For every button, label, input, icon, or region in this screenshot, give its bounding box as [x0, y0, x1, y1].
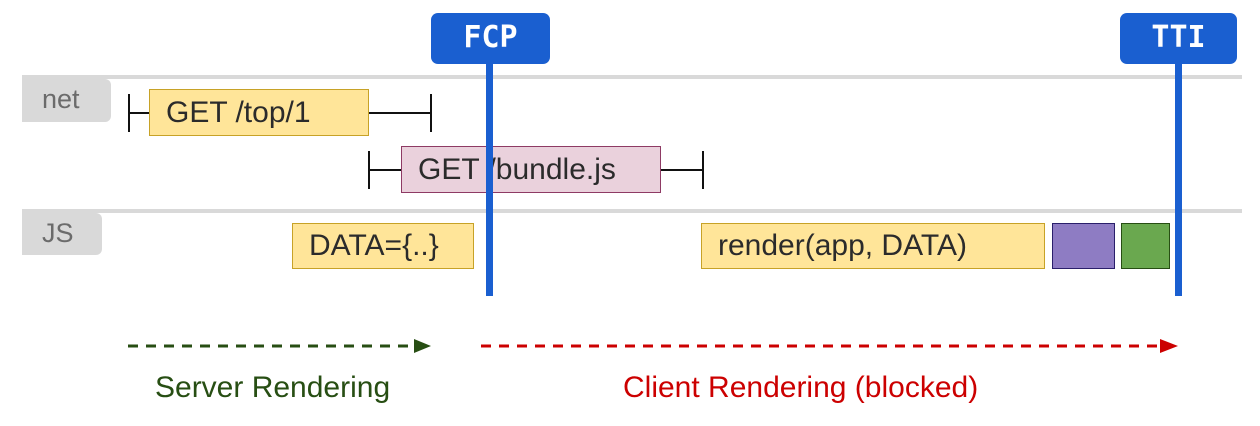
top-request-whisker-end — [430, 94, 432, 132]
top-request-whisker-right — [369, 112, 431, 114]
bundle-request-whisker-end — [702, 151, 704, 189]
data-task-bar: DATA={..} — [292, 223, 474, 269]
green-task-block — [1121, 223, 1170, 269]
server-rendering-label: Server Rendering — [155, 371, 391, 404]
client-rendering-arrowhead — [1160, 339, 1178, 353]
render-task-bar: render(app, DATA) — [701, 223, 1045, 269]
bundle-request-bar: GET /bundle.js — [401, 146, 661, 193]
top-request-whisker-left — [128, 112, 150, 114]
server-rendering-arrowhead — [414, 339, 431, 353]
purple-task-block — [1052, 223, 1115, 269]
js-lane-label: JS — [22, 213, 102, 255]
tti-marker-line — [1175, 55, 1182, 296]
fcp-marker-label: FCP — [431, 13, 550, 64]
top-request-bar: GET /top/1 — [149, 89, 369, 136]
bundle-request-whisker-right — [661, 169, 703, 171]
bundle-request-whisker-left — [368, 169, 402, 171]
net-lane-label: net — [22, 79, 111, 122]
js-lane-line — [22, 209, 1242, 213]
tti-marker-label: TTI — [1120, 13, 1237, 64]
client-rendering-label: Client Rendering (blocked) — [623, 371, 979, 404]
net-lane-line — [22, 75, 1242, 79]
fcp-marker-line — [486, 55, 493, 296]
